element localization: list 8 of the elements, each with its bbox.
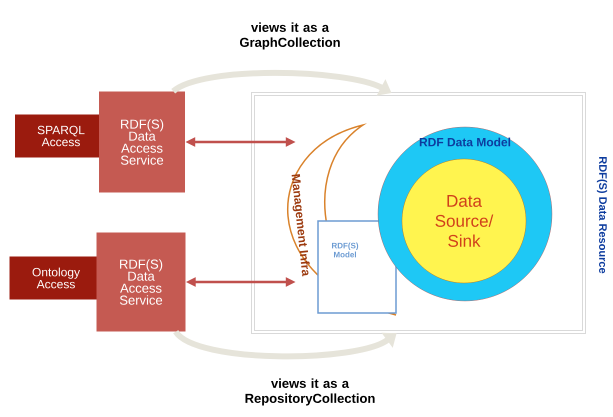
access-box: SPARQL Access bbox=[15, 114, 107, 158]
model-box: RDF(S) Model bbox=[317, 220, 397, 314]
frame-heading: RDF(S) Data Resource bbox=[596, 157, 608, 274]
service-box: RDF(S) Data Access Service bbox=[96, 232, 186, 332]
edge-label: views it as a RepositoryCollection bbox=[246, 378, 375, 406]
access-box: Ontology Access bbox=[10, 256, 102, 300]
edge-label: views it as a GraphCollection bbox=[240, 22, 340, 50]
service-box: RDF(S) Data Access Service bbox=[99, 92, 185, 192]
